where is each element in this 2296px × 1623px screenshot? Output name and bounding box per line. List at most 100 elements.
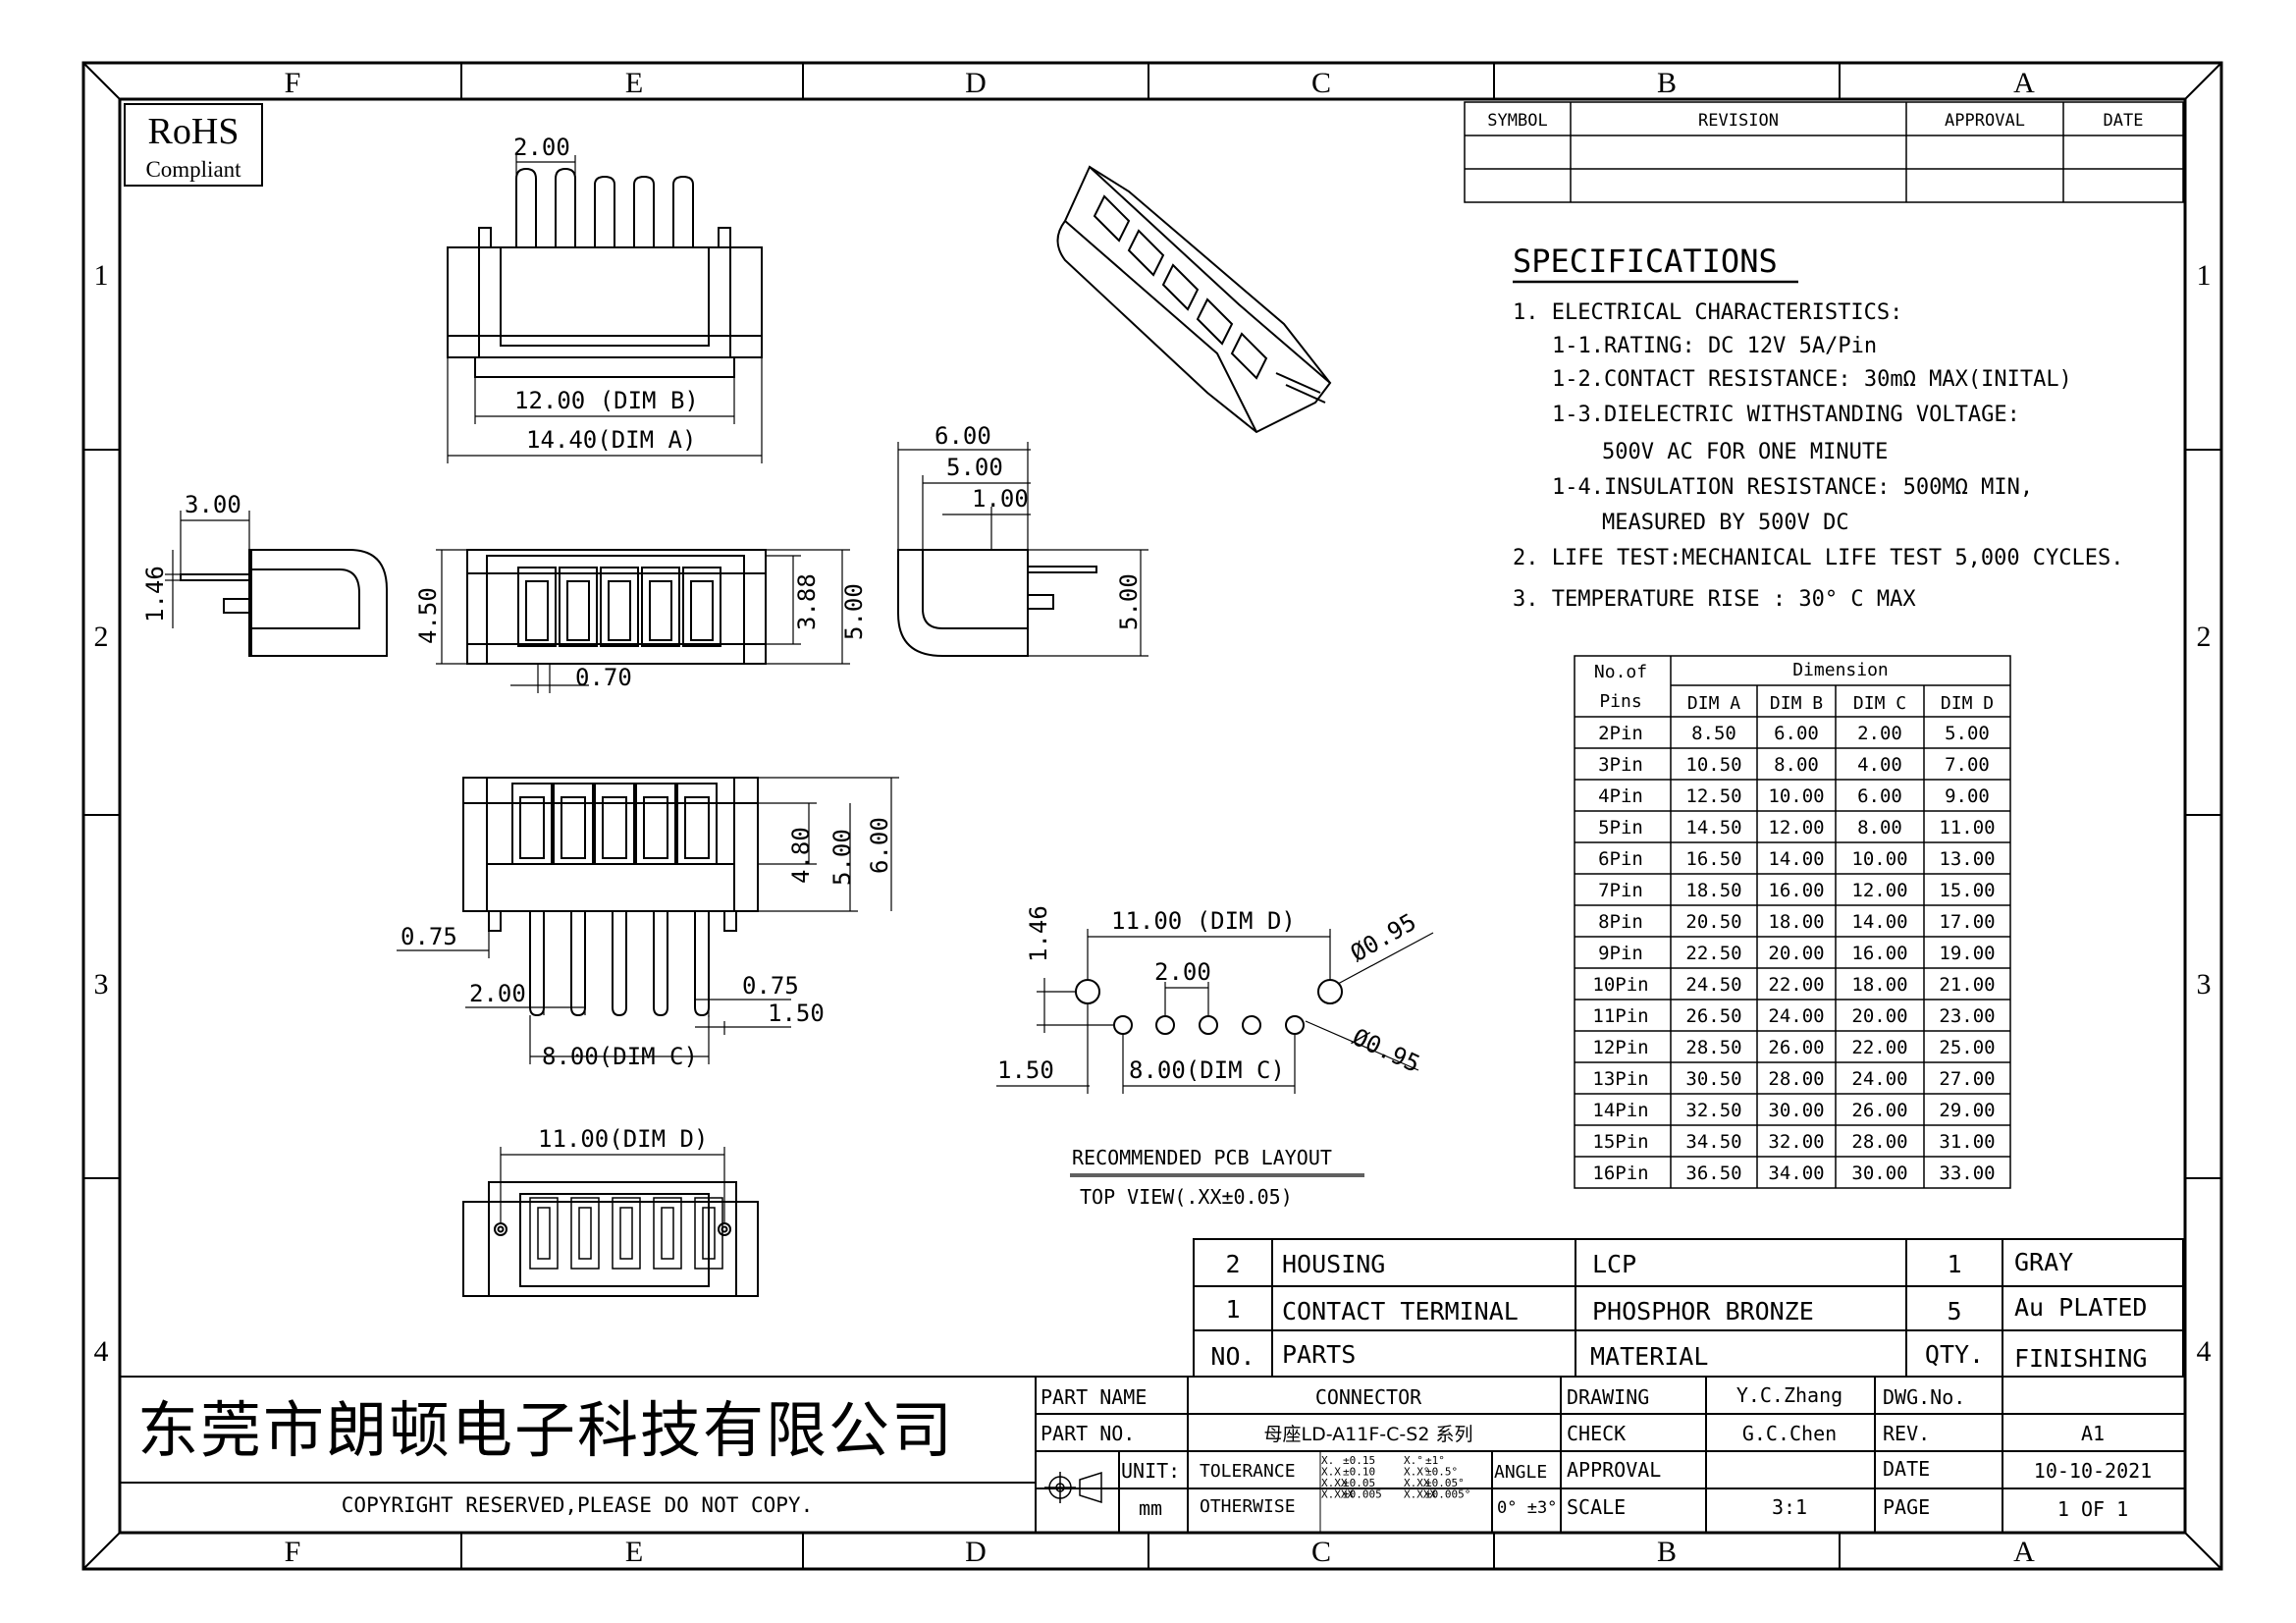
dim-table-pin-cell: 10Pin [1592,974,1648,996]
dim-right-100: 1.00 [972,485,1029,513]
rev-header-symbol: SYMBOL [1487,111,1547,131]
dim-table-pin-cell: 12Pin [1592,1037,1648,1058]
dim-table-value-cell: 33.00 [1939,1163,1995,1184]
col-label-E-bottom: E [625,1536,643,1568]
title-block: 东莞市朗顿电子科技有限公司 COPYRIGHT RESERVED,PLEASE … [119,1376,2186,1534]
dim-table-value-cell: 20.00 [1851,1005,1907,1027]
spec-line-7: MEASURED BY 500V DC [1602,511,1849,535]
dim-table-value-cell: 18.00 [1851,974,1907,996]
pcb-caption-2: TOP VIEW(.XX±0.05) [1080,1185,1293,1209]
spec-line-6: 1-4.INSULATION RESISTANCE: 500MΩ MIN, [1552,475,2033,500]
bom-no-2: 2 [1225,1250,1240,1278]
row-label-1-right: 1 [2197,259,2212,292]
dim-top-070: 0.70 [575,664,632,691]
spec-title: SPECIFICATIONS [1513,243,1778,280]
col-label-A-bottom: A [2013,1536,2035,1568]
dim-table-value-cell: 8.50 [1691,723,1736,744]
dim-table-pin-cell: 2Pin [1598,723,1643,744]
dim-bottom-dim-c: 8.00(DIM C) [542,1043,698,1070]
tolerance-cell: X.X [1321,1466,1341,1479]
dim-table-value-cell: 20.50 [1685,911,1741,933]
dim-table-pin-cell: 16Pin [1592,1163,1648,1184]
dim-rear-dim-d: 11.00(DIM D) [538,1125,708,1153]
dim-table-value-cell: 22.00 [1851,1037,1907,1058]
dim-pcb-pitch: 2.00 [1154,958,1211,986]
dim-table-value-cell: 32.00 [1768,1131,1824,1153]
spec-line-2: 1-1.RATING: DC 12V 5A/Pin [1552,334,1877,358]
dim-table-value-cell: 24.50 [1685,974,1741,996]
rear-view-drawing [462,1181,759,1297]
tolerance-cell: X. [1321,1454,1334,1467]
rev-header-revision: REVISION [1698,111,1779,131]
dim-table-value-cell: 25.00 [1939,1037,1995,1058]
dim-table-value-cell: 18.50 [1685,880,1741,901]
dim-front-a: 14.40(DIM A) [526,426,696,454]
dim-table-value-cell: 21.00 [1939,974,1995,996]
dim-table-value-cell: 29.00 [1939,1100,1995,1121]
dim-table-value-cell: 28.50 [1685,1037,1741,1058]
dim-pcb-hole-2: Ø0.95 [1348,1023,1423,1078]
dim-table-pin-cell: 3Pin [1598,754,1643,776]
date-value: 10-10-2021 [2034,1459,2152,1483]
dim-table-value-cell: 22.00 [1768,974,1824,996]
right-side-view-drawing [897,549,1097,657]
part-name-label: PART NAME [1041,1385,1147,1409]
page-label: PAGE [1883,1495,1930,1519]
tolerance-cell: ±0.05 [1343,1477,1375,1489]
dim-table-value-cell: 13.00 [1939,848,1995,870]
dim-table-value-cell: 8.00 [1774,754,1819,776]
dim-table-corner-1: No.of [1594,662,1647,682]
bom-finishing-gray: GRAY [2014,1248,2073,1276]
dim-table-value-cell: 28.00 [1851,1131,1907,1153]
approval-label: APPROVAL [1567,1458,1661,1482]
dim-table-value-cell: 18.00 [1768,911,1824,933]
dim-table-value-cell: 14.00 [1851,911,1907,933]
dimension-labels: 2.00 12.00 (DIM B) 14.40(DIM A) 3.00 1.4… [141,134,1424,1209]
dimension-table: No.of Pins Dimension DIM A DIM B DIM C D… [1574,655,2011,1189]
dim-table-value-cell: 27.00 [1939,1068,1995,1090]
dim-table-value-cell: 7.00 [1945,754,1990,776]
tolerance-cell: ±0.005° [1425,1488,1470,1501]
pcb-layout-drawing [1075,979,1343,1035]
col-label-B-bottom: B [1657,1536,1677,1568]
bottom-view-drawing [462,777,759,1017]
bom-header-parts: PARTS [1282,1340,1356,1369]
dim-table-value-cell: 2.00 [1857,723,1902,744]
dim-table-value-cell: 23.00 [1939,1005,1995,1027]
tolerance-cell: X.XXX [1404,1488,1436,1501]
unit-label: UNIT: [1121,1459,1180,1483]
rev-label: REV. [1883,1422,1930,1445]
dim-table-header-d: DIM D [1941,693,1994,714]
part-no-value: 母座LD-A11F-C-S2 系列 [1264,1424,1473,1445]
dim-table-value-cell: 22.50 [1685,943,1741,964]
spec-line-9: 3. TEMPERATURE RISE : 30° C MAX [1513,587,1916,612]
col-label-C: C [1311,67,1331,99]
spec-line-3: 1-2.CONTACT RESISTANCE: 30mΩ MAX(INITAL) [1552,367,2072,392]
dim-table-pin-cell: 5Pin [1598,817,1643,839]
dim-bottom-075-left: 0.75 [400,923,457,950]
col-label-F: F [285,67,301,99]
dim-front-pitch: 2.00 [513,134,570,161]
otherwise-label: OTHERWISE [1200,1496,1296,1517]
revision-table [1464,101,2184,203]
dim-table-value-cell: 6.00 [1857,785,1902,807]
dim-bottom-600: 6.00 [866,817,893,874]
col-label-F-bottom: F [285,1536,301,1568]
dim-table-value-cell: 16.00 [1768,880,1824,901]
dim-pcb-dim-d: 11.00 (DIM D) [1111,907,1296,935]
dim-table-value-cell: 16.00 [1851,943,1907,964]
row-label-3: 3 [94,968,109,1001]
tolerance-cell: ±0.10 [1343,1466,1375,1479]
dim-right-h500: 5.00 [1115,573,1143,630]
bom-material-bronze: PHOSPHOR BRONZE [1592,1297,1814,1325]
dim-table-value-cell: 6.00 [1774,723,1819,744]
dim-table-value-cell: 9.00 [1945,785,1990,807]
bom-header-finishing: FINISHING [2014,1344,2147,1373]
dim-table-pin-cell: 9Pin [1598,943,1643,964]
dim-table-pin-cell: 8Pin [1598,911,1643,933]
scale-label: SCALE [1567,1495,1626,1519]
dim-table-value-cell: 17.00 [1939,911,1995,933]
row-label-4: 4 [94,1335,109,1368]
part-no-label: PART NO. [1041,1422,1135,1445]
